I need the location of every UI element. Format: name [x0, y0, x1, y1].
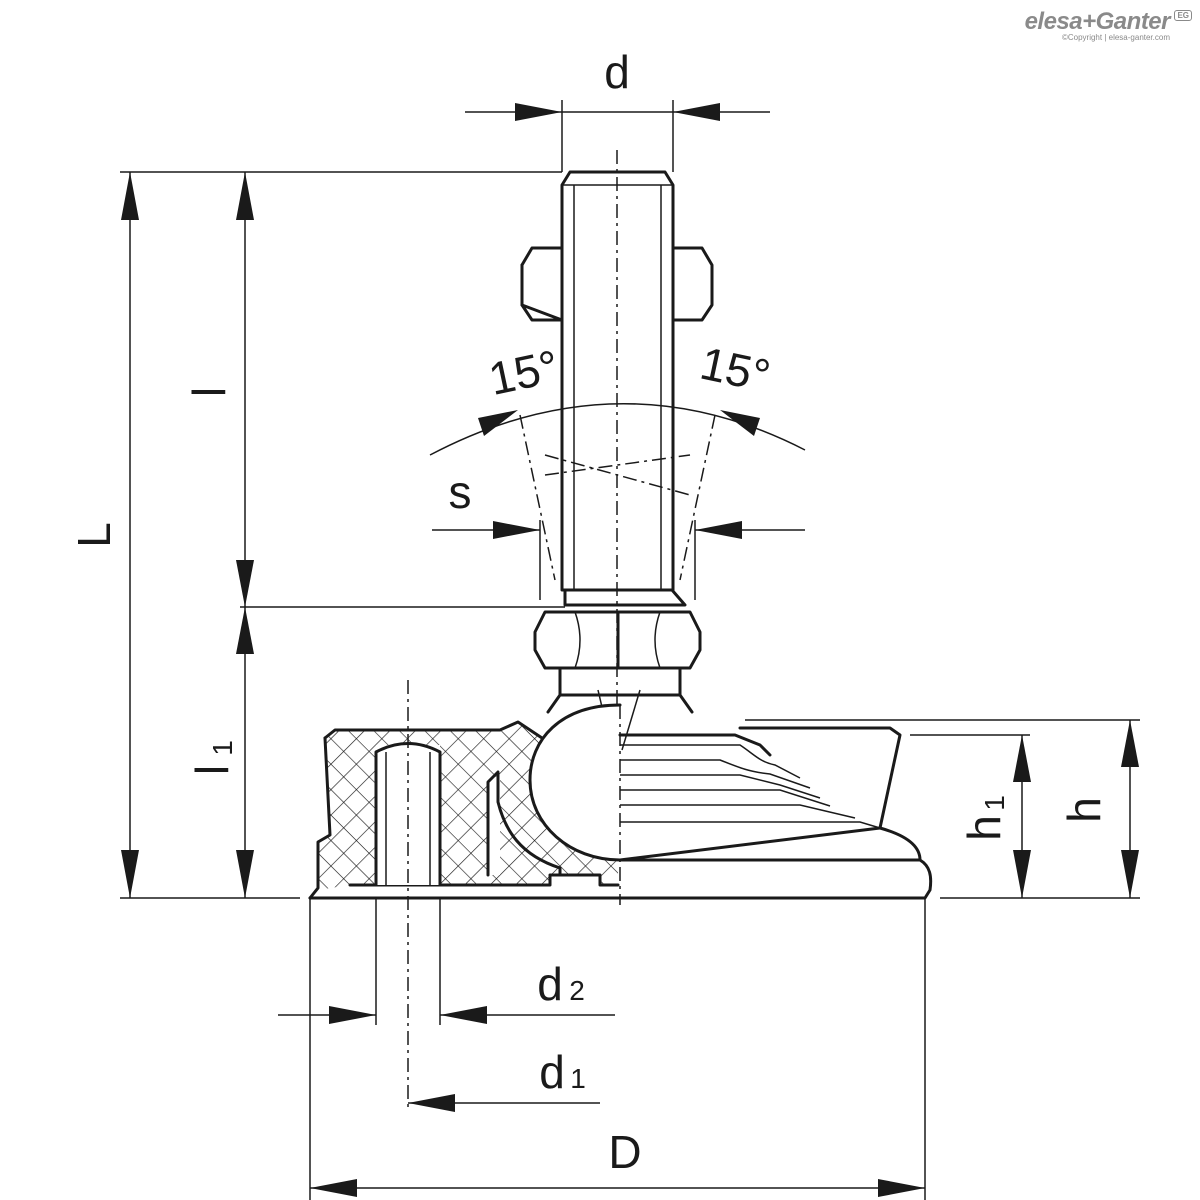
- label-L: L: [68, 522, 120, 548]
- ball-joint: [528, 703, 622, 905]
- elesa-ganter-logo: elesa+Ganter ©Copyright | elesa-ganter.c…: [1024, 8, 1192, 42]
- dim-h-h1: [745, 719, 1140, 899]
- dim-s: [432, 520, 805, 600]
- label-l1: l: [186, 765, 238, 775]
- label-angle-left: 15°: [484, 340, 563, 405]
- label-d2: d: [537, 958, 563, 1010]
- label-angle-right: 15°: [696, 337, 775, 402]
- label-h1-sub: 1: [979, 795, 1010, 811]
- label-h: h: [1058, 797, 1110, 823]
- swivel-angle: [429, 402, 806, 581]
- label-d: d: [604, 46, 630, 98]
- label-d2-sub: 2: [569, 975, 585, 1006]
- label-d1-sub: 1: [570, 1063, 586, 1094]
- logo-badge: EG: [1174, 10, 1192, 21]
- upper-hex-nut: [520, 246, 714, 322]
- logo-brand-text: elesa+Ganter: [1024, 8, 1171, 35]
- dim-L-and-l: [120, 171, 565, 899]
- label-D: D: [608, 1126, 641, 1178]
- label-l: l: [183, 387, 235, 397]
- label-l1-sub: 1: [207, 740, 238, 756]
- lower-hex-nut: [533, 588, 702, 697]
- dim-bottom: [278, 680, 926, 1200]
- label-s: s: [449, 466, 472, 518]
- base-elevation: [618, 726, 933, 900]
- dim-d: [465, 100, 770, 172]
- label-d1: d: [539, 1046, 565, 1098]
- label-h1: h: [958, 815, 1010, 841]
- logo-copyright-text: ©Copyright | elesa-ganter.com: [1061, 33, 1170, 42]
